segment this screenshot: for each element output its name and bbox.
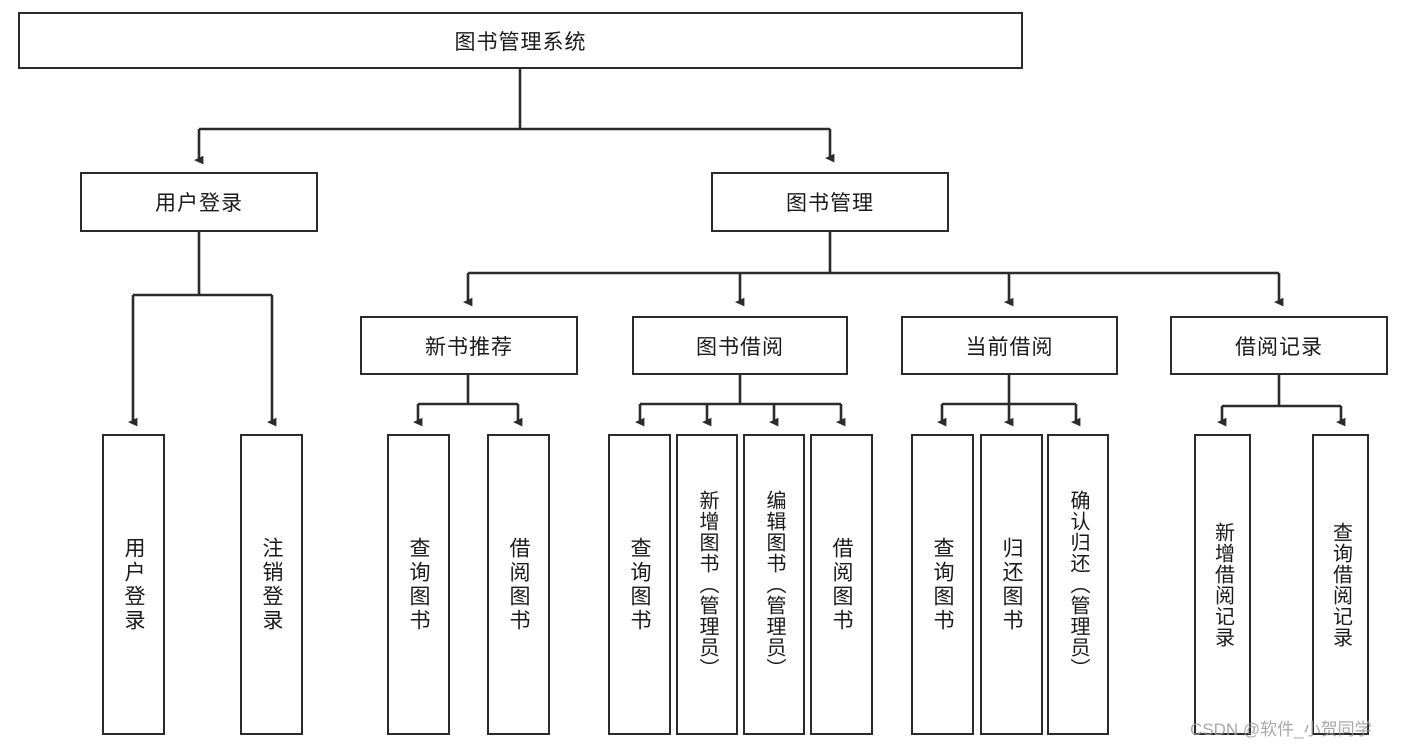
leaf-borrow-edit-book-admin[interactable]: 编辑图书（管理员）	[743, 434, 805, 735]
leaf-new-book-query[interactable]: 查询图书	[387, 434, 450, 735]
leaf-new-book-borrow[interactable]: 借阅图书	[487, 434, 550, 735]
csdn-watermark: CSDN @软件_小贺同学	[1190, 720, 1372, 739]
leaf-record-query-record[interactable]: 查询借阅记录	[1312, 434, 1369, 735]
leaf-current-confirm-return-admin[interactable]: 确认归还（管理员）	[1047, 434, 1109, 735]
node-user-login[interactable]: 用户登录	[80, 172, 318, 232]
node-book-borrow[interactable]: 图书借阅	[632, 316, 848, 375]
node-book-management[interactable]: 图书管理	[711, 172, 949, 232]
node-root-system[interactable]: 图书管理系统	[18, 12, 1023, 69]
leaf-user-login-login[interactable]: 用户登录	[102, 434, 165, 735]
node-new-book-recommend[interactable]: 新书推荐	[360, 316, 578, 375]
leaf-user-login-logout[interactable]: 注销登录	[240, 434, 303, 735]
leaf-borrow-query-book[interactable]: 查询图书	[608, 434, 671, 735]
leaf-record-add-record[interactable]: 新增借阅记录	[1194, 434, 1251, 735]
leaf-borrow-borrow-book[interactable]: 借阅图书	[810, 434, 873, 735]
node-borrow-record[interactable]: 借阅记录	[1170, 316, 1388, 375]
leaf-borrow-add-book-admin[interactable]: 新增图书（管理员）	[676, 434, 738, 735]
node-current-borrow[interactable]: 当前借阅	[901, 316, 1118, 375]
leaf-current-return-book[interactable]: 归还图书	[980, 434, 1043, 735]
leaf-current-query-book[interactable]: 查询图书	[911, 434, 974, 735]
